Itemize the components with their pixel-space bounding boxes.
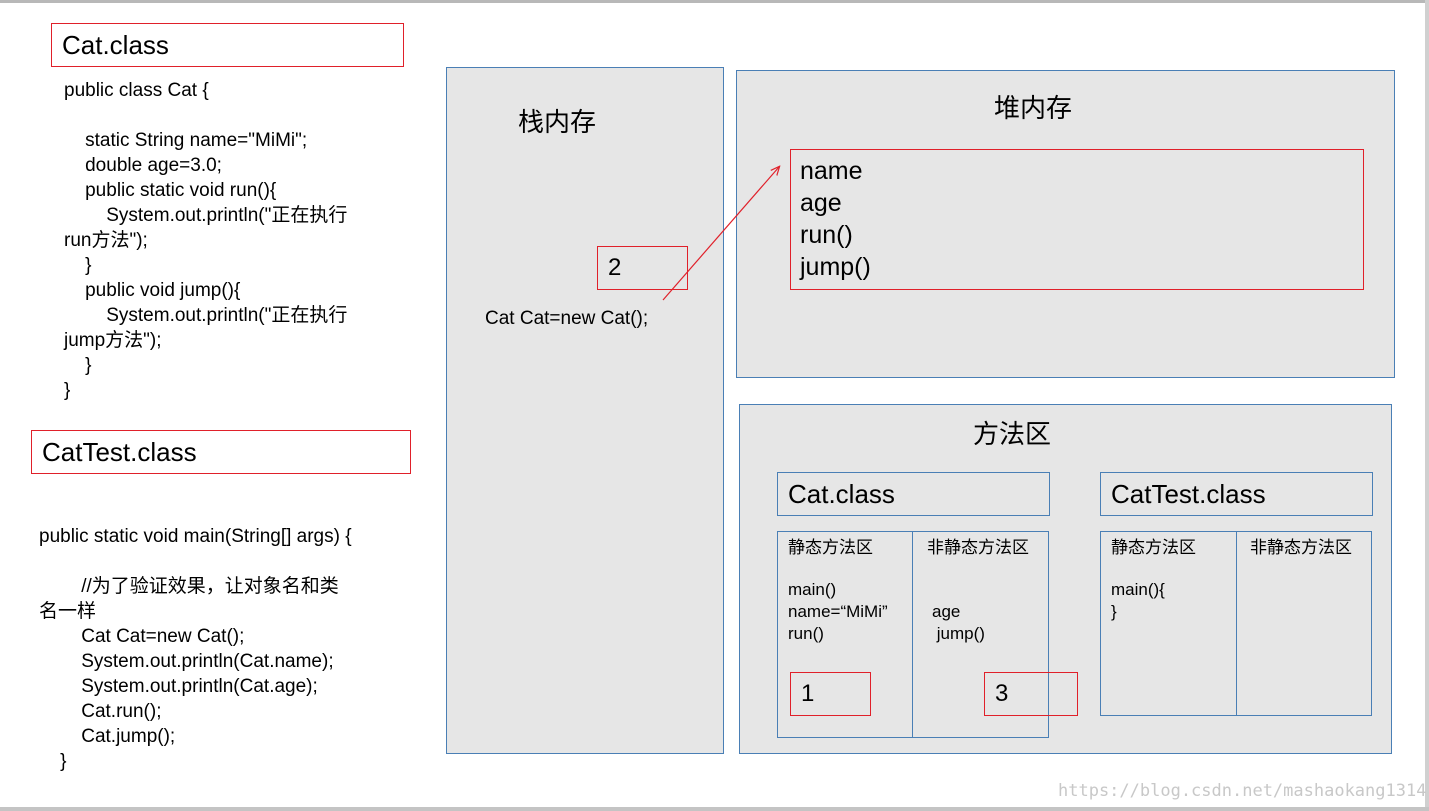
cattest-static-area-items: main(){ } (1111, 580, 1165, 621)
stack-memory-title: 栈内存 (518, 107, 597, 137)
method-cat-class-header: Cat.class (777, 472, 1050, 516)
step-1-label: 1 (801, 680, 815, 707)
cat-static-area-items: main() name=“MiMi” run() (788, 580, 888, 643)
right-border (1425, 0, 1429, 811)
step-3-label: 3 (995, 680, 1009, 707)
cattest-class-code: public static void main(String[] args) {… (39, 526, 352, 772)
method-cattest-divider (1236, 532, 1237, 715)
cat-class-title: Cat.class (62, 30, 169, 60)
heap-memory-title: 堆内存 (994, 93, 1073, 123)
cattest-class-title-box: CatTest.class (31, 430, 411, 474)
cattest-nonstatic-area-title: 非静态方法区 (1250, 538, 1352, 557)
step-3-box: 3 (984, 672, 1078, 716)
cattest-class-title: CatTest.class (42, 437, 197, 467)
method-cattest-class-body: 静态方法区 main(){ } 非静态方法区 (1100, 531, 1372, 716)
method-cat-class-title: Cat.class (788, 479, 895, 509)
bottom-border (0, 807, 1429, 811)
method-cat-class-body: 静态方法区 main() name=“MiMi” run() 非静态方法区 ag… (777, 531, 1049, 738)
method-cat-divider (912, 532, 913, 737)
method-cattest-class-header: CatTest.class (1100, 472, 1373, 516)
method-cattest-class-title: CatTest.class (1111, 479, 1266, 509)
cat-nonstatic-area-title: 非静态方法区 (927, 538, 1029, 557)
heap-object-box: name age run() jump() (790, 149, 1364, 290)
stack-statement: Cat Cat=new Cat(); (485, 308, 649, 329)
method-area-panel: 方法区 (739, 404, 1392, 754)
step-2-box: 2 (597, 246, 688, 290)
cat-class-code: public class Cat { static String name="M… (64, 80, 348, 401)
top-border (0, 0, 1429, 3)
heap-member-jump: jump() (800, 253, 871, 281)
heap-member-name: name (800, 157, 863, 185)
step-1-box: 1 (790, 672, 871, 716)
heap-memory-panel: 堆内存 (736, 70, 1395, 378)
cat-class-title-box: Cat.class (51, 23, 404, 67)
cat-nonstatic-area-items: age jump() (932, 602, 985, 643)
heap-member-age: age (800, 189, 842, 217)
cattest-static-area-title: 静态方法区 (1111, 538, 1196, 557)
heap-member-run: run() (800, 221, 853, 249)
step-2-label: 2 (608, 254, 622, 281)
heap-member-list: name age run() jump() (800, 155, 871, 283)
method-area-title: 方法区 (973, 419, 1052, 449)
stack-memory-panel: 栈内存 (446, 67, 724, 754)
watermark: https://blog.csdn.net/mashaokang1314 (1058, 781, 1427, 801)
cat-static-area-title: 静态方法区 (788, 538, 873, 557)
